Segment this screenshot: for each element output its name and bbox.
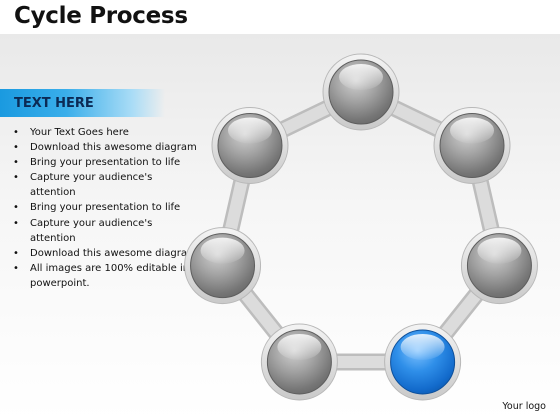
bullet-item: Capture your audience's attention <box>10 216 200 246</box>
cycle-node <box>322 53 400 131</box>
cycle-node-highlighted <box>384 323 462 401</box>
section-header: TEXT HERE <box>14 96 94 111</box>
bullet-item: All images are 100% editable in powerpoi… <box>10 261 200 291</box>
bullet-item: Bring your presentation to life <box>10 200 200 215</box>
bullet-item: Capture your audience's attention <box>10 170 200 200</box>
bullet-item: Your Text Goes here <box>10 125 200 140</box>
cycle-nodes <box>184 53 538 401</box>
bullet-list: Your Text Goes here Download this awesom… <box>10 125 200 291</box>
cycle-node <box>460 227 538 305</box>
bullet-item: Download this awesome diagram <box>10 140 200 155</box>
cycle-node <box>211 106 289 184</box>
cycle-node <box>260 323 338 401</box>
logo-placeholder: Your logo <box>502 401 546 412</box>
cycle-node <box>184 227 262 305</box>
cycle-node <box>433 106 511 184</box>
header-band <box>0 89 165 117</box>
bullet-item: Bring your presentation to life <box>10 155 200 170</box>
bullet-item: Download this awesome diagram <box>10 246 200 261</box>
slide-title: Cycle Process <box>14 3 188 29</box>
